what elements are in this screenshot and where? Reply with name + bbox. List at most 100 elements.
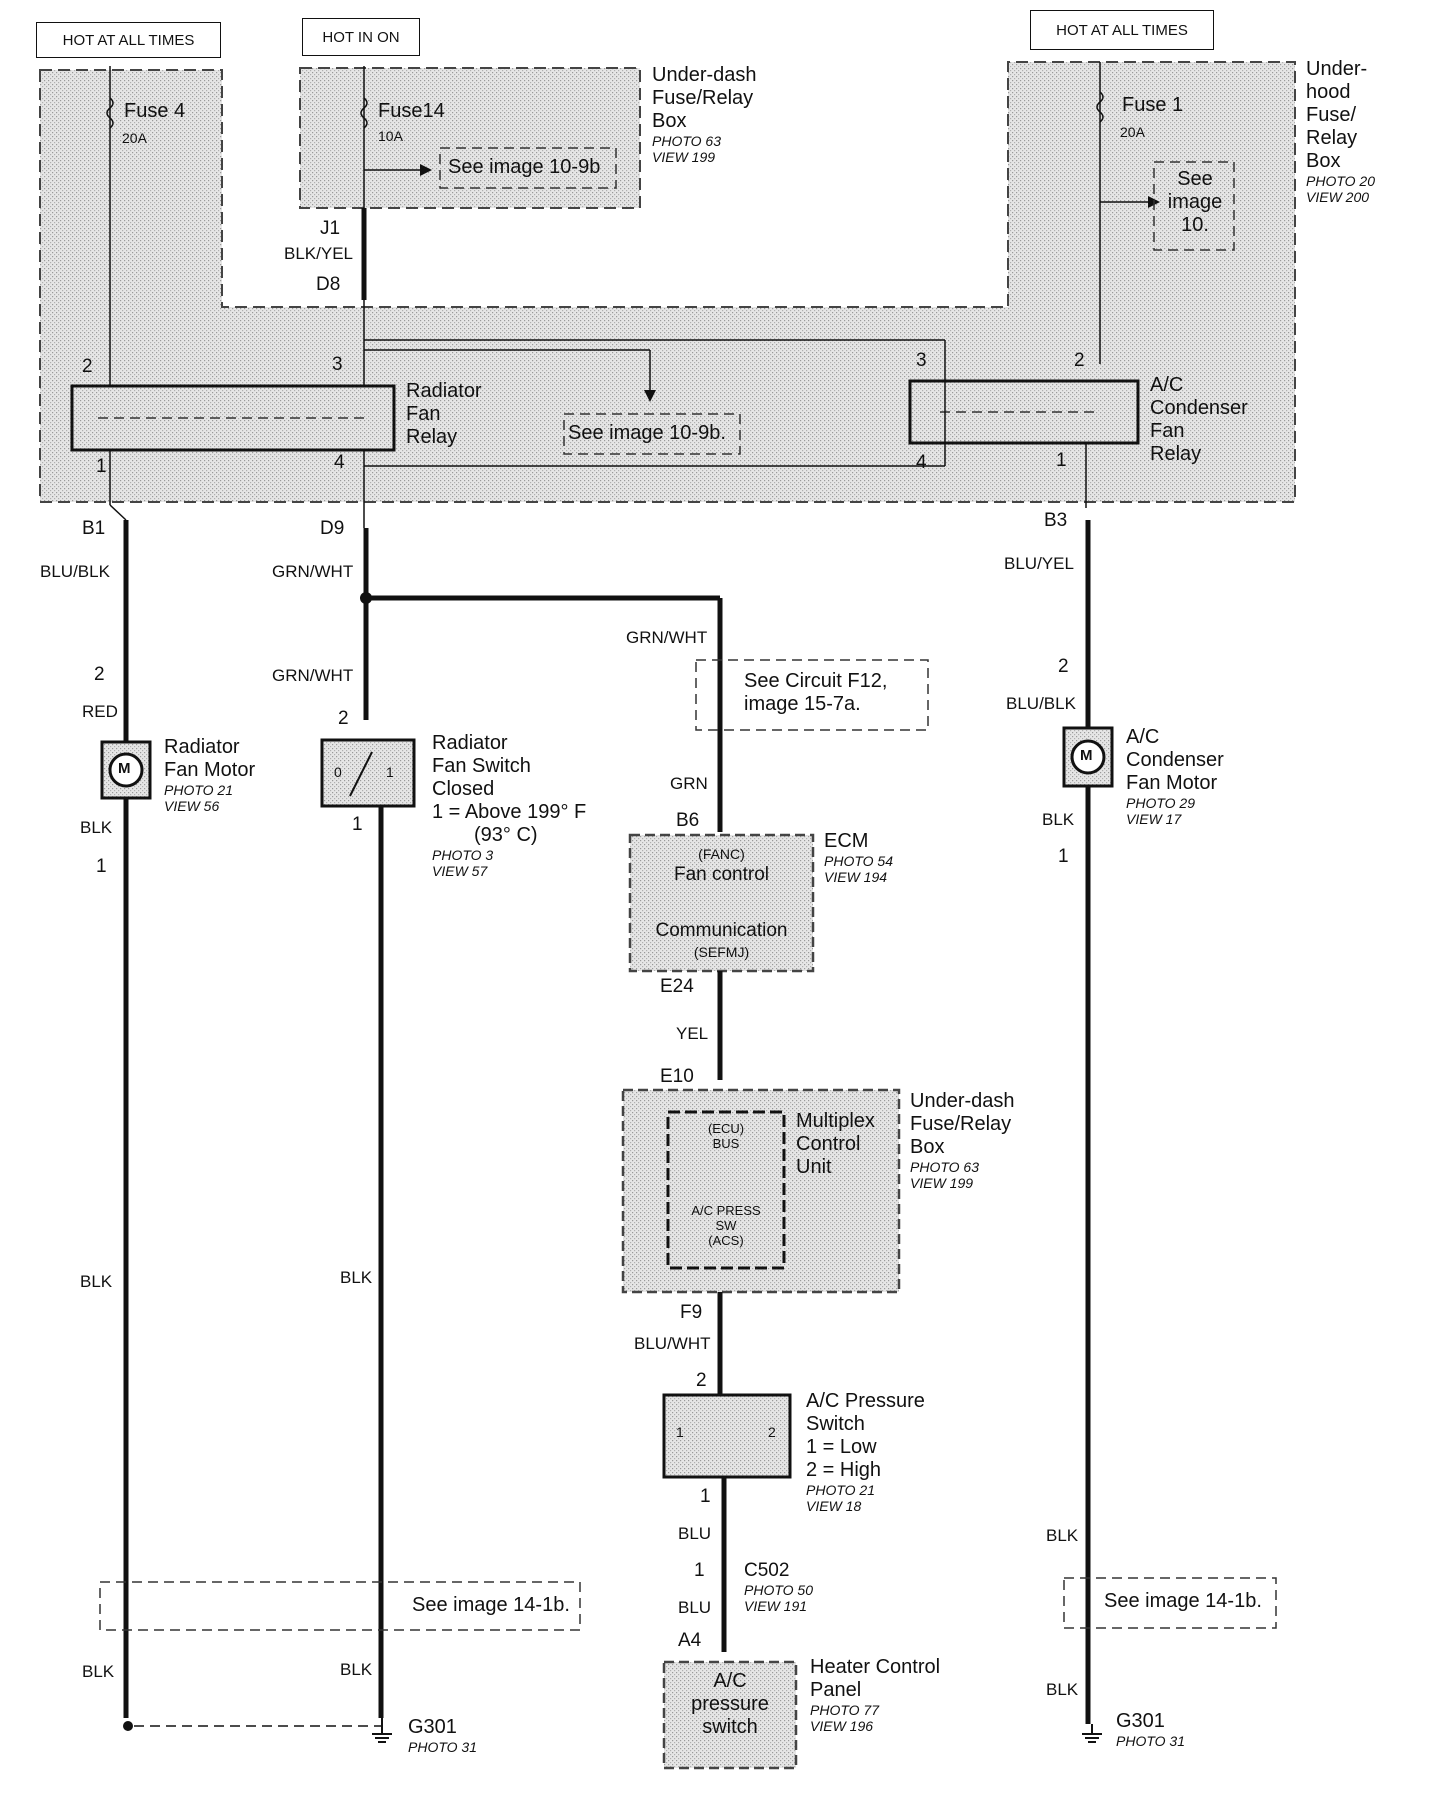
- connector-c502: C502: [744, 1560, 790, 1581]
- wire-blu-blk-right: BLU/BLK: [1006, 694, 1076, 713]
- ac-motor-pin-1: 1: [1058, 846, 1069, 867]
- connector-d9: D9: [320, 518, 345, 539]
- wire-blk-yel: BLK/YEL: [284, 244, 353, 263]
- radiator-fan-relay-body: [70, 384, 396, 452]
- wire-blk-left-2: BLK: [80, 1272, 113, 1291]
- connector-a4: A4: [678, 1630, 702, 1651]
- rfr-pin-4: 4: [334, 452, 345, 473]
- pressure-switch-contact-1: 1: [676, 1424, 684, 1440]
- wire-blu-wht: BLU/WHT: [634, 1334, 711, 1353]
- fan-switch-contact-0: 0: [334, 764, 342, 780]
- ac-motor-pin-2: 2: [1058, 656, 1069, 677]
- acr-pin-3: 3: [916, 350, 927, 371]
- radiator-motor-pin-2: 2: [94, 664, 105, 685]
- wire-grn-wht-1: GRN/WHT: [272, 562, 354, 581]
- ref-circuit-text: See Circuit F12,image 15-7a.: [744, 670, 888, 715]
- ref-box-relay: [563, 413, 741, 455]
- ac-pressure-switch-body: [662, 1393, 792, 1479]
- fuse-1-rating: 20A: [1120, 124, 1145, 140]
- rfr-pin-1: 1: [96, 456, 107, 477]
- wire-blu-2: BLU: [678, 1598, 712, 1617]
- wire-blu-1: BLU: [678, 1524, 712, 1543]
- ecm-fanc: (FANC): [698, 846, 745, 862]
- wire-blu-blk-left: BLU/BLK: [40, 562, 110, 581]
- rfr-pin-2: 2: [82, 356, 93, 377]
- rfr-pin-3: 3: [332, 354, 343, 375]
- mcu-ecu-bus: (ECU)BUS: [707, 1121, 745, 1151]
- connector-e10: E10: [660, 1066, 694, 1087]
- mcu-inner-outline: [666, 1110, 786, 1270]
- fuse-relay-box-outline: [39, 61, 1296, 503]
- ref-box-fuse1: [1153, 161, 1235, 251]
- c502-pin-1: 1: [694, 1560, 705, 1581]
- acr-pin-4: 4: [916, 452, 927, 473]
- ecm-communication: Communication: [655, 920, 788, 941]
- wire-blk-right-1: BLK: [1042, 810, 1075, 829]
- wire-blk-left-3: BLK: [82, 1662, 115, 1681]
- pressure-switch-contact-2: 2: [768, 1424, 776, 1440]
- fuse-1-label: Fuse 1: [1122, 94, 1184, 116]
- wire-red: RED: [82, 702, 118, 721]
- fan-switch-pin-2: 2: [338, 708, 349, 729]
- ac-motor-symbol: M: [1080, 747, 1093, 764]
- fuse-14-label: Fuse14: [378, 100, 445, 122]
- wire-blk-right-2: BLK: [1046, 1526, 1079, 1545]
- fan-switch-contact-1: 1: [386, 764, 394, 780]
- acr-pin-1: 1: [1056, 450, 1067, 471]
- ecm-sefmj: (SEFMJ): [693, 944, 750, 960]
- connector-j1: J1: [320, 218, 341, 239]
- connector-b3: B3: [1044, 510, 1068, 531]
- fuse-4-rating: 20A: [122, 130, 147, 146]
- hot-at-all-times-tag-right: HOT AT ALL TIMES: [1030, 10, 1214, 50]
- ecm-fan-control: Fan control: [673, 864, 770, 885]
- ref-box-right-ground: [1063, 1577, 1277, 1629]
- heater-control-panel-body: [662, 1660, 798, 1770]
- radiator-motor-pin-1: 1: [96, 856, 107, 877]
- ref-box-fuse14: [439, 147, 617, 189]
- underdash-fusebox-outline: [299, 67, 641, 209]
- ecm-body: [628, 833, 815, 973]
- connector-f9: F9: [680, 1302, 703, 1323]
- ref-fuse14-text: See image 10-9b: [448, 156, 601, 178]
- ref-left-ground-text: See image 14-1b.: [412, 1594, 570, 1616]
- radiator-fan-switch-body: [320, 738, 416, 808]
- hot-in-on-tag: HOT IN ON: [302, 18, 420, 56]
- wire-blk-mid-1: BLK: [340, 1268, 373, 1287]
- fuse-14-rating: 10A: [378, 128, 403, 144]
- wire-blk-right-3: BLK: [1046, 1680, 1079, 1699]
- wire-grn-wht-3: GRN/WHT: [626, 628, 708, 647]
- fuse-4-label: Fuse 4: [124, 100, 186, 122]
- ref-relay-text: See image 10-9b.: [568, 422, 726, 444]
- connector-b6: B6: [676, 810, 700, 831]
- wire-grn-wht-2: GRN/WHT: [272, 666, 354, 685]
- fan-switch-pin-1: 1: [352, 814, 363, 835]
- wire-blk-mid-2: BLK: [340, 1660, 373, 1679]
- ref-right-ground-text: See image 14-1b.: [1104, 1590, 1262, 1612]
- radiator-motor-symbol: M: [118, 760, 131, 777]
- wire-blu-yel: BLU/YEL: [1004, 554, 1074, 573]
- wire-blk-left-1: BLK: [80, 818, 113, 837]
- wire-yel: YEL: [676, 1024, 709, 1043]
- ref-box-circuit: [695, 659, 929, 731]
- connector-b1: B1: [82, 518, 106, 539]
- connector-e24: E24: [660, 976, 694, 997]
